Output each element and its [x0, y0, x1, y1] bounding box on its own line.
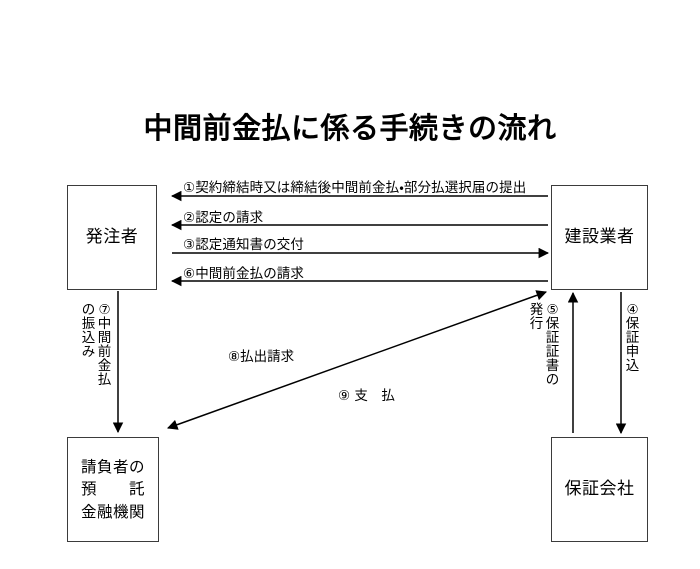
flow-label-step2: ②認定の請求: [183, 210, 264, 226]
flow-label-step7: ⑦ 中 間 前 金 払: [97, 302, 112, 389]
flow-label-step5-continued: 発 行: [529, 302, 544, 333]
flow-label-step1: ①契約締結時又は締結後中間前金払・部分払選択届の提出: [183, 180, 527, 196]
node-guarantee-company-label: 保証会社: [564, 479, 635, 500]
flow-label-step5: ⑤ 保 証 証 書 の: [545, 302, 560, 389]
node-builder-label: 建設業者: [564, 227, 635, 248]
flow-label-step8: ⑧払出請求: [228, 349, 295, 365]
flow-label-step4: ④ 保 証 申 込: [625, 302, 640, 375]
node-guarantee-company[interactable]: 保証会社: [551, 437, 648, 542]
node-orderer-label: 発注者: [85, 227, 139, 248]
node-builder[interactable]: 建設業者: [551, 185, 648, 290]
flow-label-step3: ③認定通知書の交付: [183, 237, 305, 253]
flow-label-step6: ⑥中間前金払の請求: [183, 266, 305, 282]
node-financial-institution-label: 請負者の 預 託 金融機関: [80, 457, 145, 521]
arrow-step8-step9: [167, 290, 547, 430]
flow-label-step7-continued: の 振 込 み: [81, 302, 96, 361]
node-financial-institution[interactable]: 請負者の 預 託 金融機関: [67, 437, 159, 542]
page-title: 中間前金払に係る手続きの流れ: [143, 111, 557, 145]
node-orderer[interactable]: 発注者: [67, 185, 157, 290]
flow-label-step9: ⑨ 支 払: [338, 388, 395, 404]
